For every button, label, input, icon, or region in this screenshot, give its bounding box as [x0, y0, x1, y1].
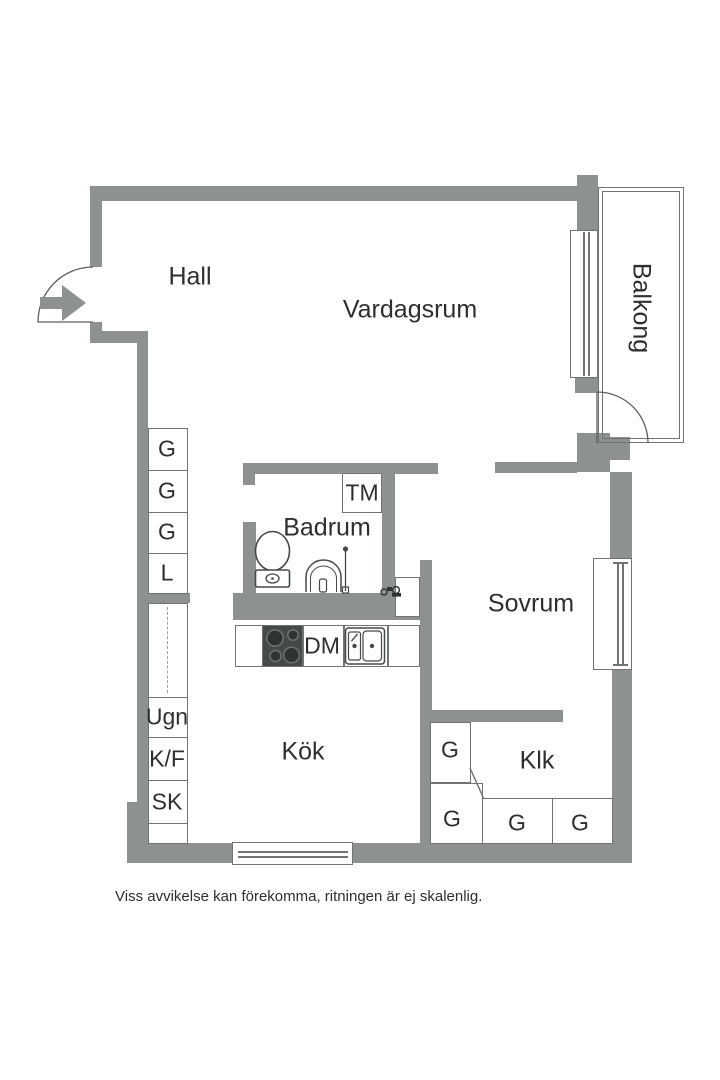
wardrobe-l — [148, 553, 188, 594]
label-wardrobe-g3: G — [158, 518, 176, 545]
label-ugn: Ugn — [145, 703, 189, 730]
label-klk-g-lower: G — [443, 805, 461, 832]
wall-bathroom-west — [243, 522, 256, 593]
klk-wardrobe-bottom-1 — [482, 798, 553, 844]
window-kok — [232, 842, 353, 865]
entrance-door-swing-icon — [37, 266, 94, 323]
counter-divider-3 — [343, 626, 345, 666]
counter-divider-4 — [387, 626, 389, 666]
tall-cabinet-dash-line — [167, 607, 168, 693]
wall-left-upper — [90, 186, 102, 267]
counter-divider-1 — [262, 626, 264, 666]
label-kf: K/F — [149, 745, 185, 772]
wall-below-balcony-window — [575, 378, 598, 393]
wall-left-bottom-step — [127, 802, 148, 843]
sk-box — [148, 780, 188, 824]
entrance-arrow-icon — [40, 285, 86, 321]
disclaimer-text: Viss avvikelse kan förekomma, ritningen … — [115, 888, 483, 905]
wall-bottom — [127, 843, 632, 863]
wall-left-step — [90, 331, 137, 343]
wall-left-lower — [137, 331, 148, 802]
shower-icon — [341, 546, 350, 594]
bathroom-sink-icon — [305, 559, 342, 593]
window-sovrum-line2 — [622, 562, 624, 666]
window-sovrum — [593, 558, 632, 670]
label-klk-g-bottom1: G — [508, 809, 526, 836]
room-label-badrum: Badrum — [283, 513, 371, 542]
wall-bathroom-north — [243, 463, 438, 474]
wall-kitchen-east — [420, 560, 432, 843]
wall-top — [90, 186, 577, 201]
wall-right-mid — [610, 472, 632, 558]
label-wardrobe-l: L — [160, 559, 174, 586]
cabinet-below-sk — [148, 823, 188, 844]
label-klk-g-bottom2: G — [571, 809, 589, 836]
room-label-klk: Klk — [519, 746, 555, 775]
window-vardagsrum-line — [583, 232, 585, 376]
label-wardrobe-g2: G — [158, 477, 176, 504]
cabinet-east-of-bathroom — [395, 577, 420, 617]
room-label-sovrum: Sovrum — [487, 589, 575, 618]
counter-divider-2 — [302, 626, 304, 666]
room-label-hall: Hall — [168, 262, 212, 291]
window-sovrum-cap-bottom — [613, 664, 628, 666]
oven-box — [148, 697, 188, 738]
label-wardrobe-g1: G — [158, 435, 176, 462]
room-label-kok: Kök — [281, 737, 325, 766]
wall-klk-north — [430, 710, 563, 722]
window-vardagsrum-line2 — [588, 232, 590, 376]
window-kok-line — [238, 851, 348, 853]
wall-sovrum-top — [495, 462, 577, 473]
fridge-freezer-box — [148, 737, 188, 781]
wall-bathroom-nw-stub — [243, 463, 255, 485]
room-label-balkong: Balkong — [627, 262, 656, 354]
window-sovrum-line — [617, 562, 619, 666]
wall-balcony-top-block — [577, 175, 598, 232]
wall-wardrobe-stub — [137, 593, 190, 603]
tall-cabinet — [148, 603, 188, 698]
wall-bathroom-east — [382, 473, 395, 595]
washing-machine-box — [342, 473, 382, 513]
label-dm: DM — [304, 632, 340, 659]
wall-right-lower — [612, 670, 632, 843]
window-kok-line2 — [238, 856, 348, 858]
room-label-vardagsrum: Vardagsrum — [342, 295, 478, 324]
label-tm: TM — [345, 479, 379, 506]
klk-wardrobe-upper — [430, 722, 471, 783]
label-sk: SK — [151, 788, 183, 815]
label-klk-g-upper: G — [441, 736, 459, 763]
window-sovrum-cap-top — [613, 562, 628, 564]
klk-wardrobe-bottom-2 — [552, 798, 613, 844]
